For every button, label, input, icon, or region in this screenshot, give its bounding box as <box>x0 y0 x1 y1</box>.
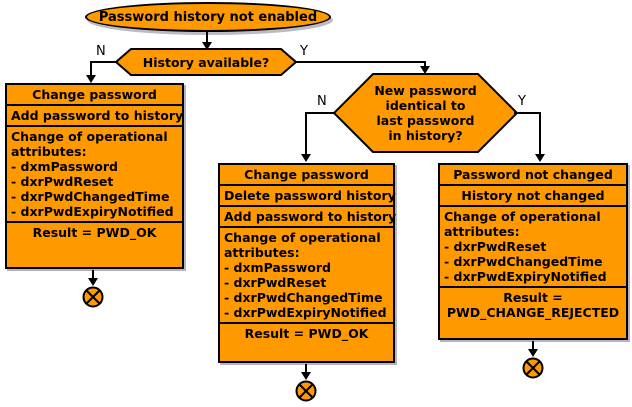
list-line: - dxrPwdExpiryNotified <box>224 305 387 320</box>
connector-middle-box-to-end <box>305 364 307 376</box>
connector-d1-no-horizontal <box>90 61 118 63</box>
process-row: Add password to history <box>7 106 183 127</box>
list-line: attributes: <box>444 224 520 239</box>
arrowhead-left-box <box>86 75 96 83</box>
arrowhead-decision2 <box>420 66 430 74</box>
arrowhead-decision1 <box>202 42 212 50</box>
list-line: - dxrPwdChangedTime <box>444 254 603 269</box>
process-row-list: Change of operational attributes: - dxmP… <box>220 228 393 324</box>
process-row: Change password <box>220 165 393 186</box>
hexagon-shape-icon <box>115 48 297 76</box>
process-row: Password not changed <box>440 165 626 186</box>
connector-d2-yes-horizontal <box>514 112 541 114</box>
arrowhead-right-box <box>535 154 545 162</box>
process-row-list: Change of operational attributes: - dxrP… <box>440 207 626 288</box>
circle-x-icon <box>82 286 104 308</box>
connector-d1-no-vertical <box>90 61 92 78</box>
branch-label-no-1: N <box>96 44 106 59</box>
process-box-left[interactable]: Change password Add password to history … <box>5 83 184 269</box>
start-terminator[interactable]: Password history not enabled <box>85 2 331 32</box>
list-line: Change of operational <box>444 209 601 224</box>
list-line: - dxrPwdExpiryNotified <box>444 269 607 284</box>
list-line: - dxmPassword <box>11 159 118 174</box>
result-line: PWD_CHANGE_REJECTED <box>446 305 620 320</box>
arrowhead-end-middle <box>301 372 311 380</box>
hexagon-shape-icon <box>333 73 518 153</box>
list-line: attributes: <box>11 144 87 159</box>
list-line: - dxrPwdChangedTime <box>11 189 170 204</box>
arrowhead-end-right <box>528 349 538 357</box>
process-row: History not changed <box>440 186 626 207</box>
branch-label-yes-1: Y <box>300 44 308 59</box>
branch-label-no-2: N <box>317 94 327 109</box>
list-line: - dxrPwdExpiryNotified <box>11 204 174 219</box>
process-row-list: Change of operational attributes: - dxmP… <box>7 127 182 223</box>
process-row-result: Result = PWD_CHANGE_REJECTED <box>440 288 626 322</box>
connector-d2-no-vertical <box>305 112 307 156</box>
circle-x-icon <box>522 357 544 379</box>
start-terminator-label: Password history not enabled <box>98 9 318 25</box>
circle-x-icon <box>295 380 317 402</box>
process-row: Change password <box>7 85 182 106</box>
decision-password-identical[interactable]: New password identical to last password … <box>333 73 518 153</box>
list-line: - dxrPwdReset <box>11 174 114 189</box>
branch-label-yes-2: Y <box>518 94 526 109</box>
process-box-right[interactable]: Password not changed History not changed… <box>438 163 628 340</box>
connector-right-box-to-end <box>532 341 534 353</box>
list-line: Change of operational <box>11 129 168 144</box>
process-row-result: Result = PWD_OK <box>244 326 369 341</box>
list-line: - dxrPwdReset <box>444 239 547 254</box>
list-line: - dxrPwdChangedTime <box>224 290 383 305</box>
result-line: Result = <box>503 290 563 305</box>
arrowhead-end-left <box>88 278 98 286</box>
list-line: - dxrPwdReset <box>224 275 327 290</box>
connector-left-box-to-end <box>92 270 94 282</box>
list-line: - dxmPassword <box>224 260 331 275</box>
list-line: Change of operational <box>224 230 381 245</box>
connector-d2-no-horizontal <box>305 112 335 114</box>
process-box-middle[interactable]: Change password Delete password history … <box>218 163 396 363</box>
end-node-right[interactable] <box>522 357 544 379</box>
connector-d1-yes-horizontal <box>294 61 426 63</box>
process-row: Delete password history <box>220 186 396 207</box>
process-row: Add password to history <box>220 207 396 228</box>
connector-start-to-decision1 <box>206 32 208 44</box>
end-node-middle[interactable] <box>295 380 317 402</box>
process-row-result: Result = PWD_OK <box>32 225 157 240</box>
list-line: attributes: <box>224 245 300 260</box>
arrowhead-middle-box <box>301 154 311 162</box>
end-node-left[interactable] <box>82 286 104 308</box>
decision-history-available[interactable]: History available? <box>115 48 297 76</box>
connector-d1-yes-vertical <box>424 61 426 70</box>
connector-d2-yes-vertical <box>539 112 541 156</box>
